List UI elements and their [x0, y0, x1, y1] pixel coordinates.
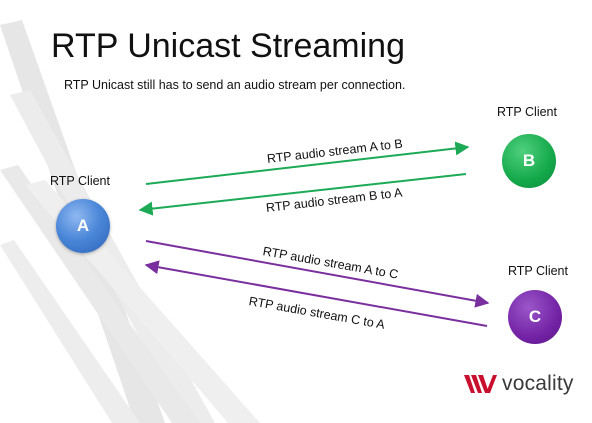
- vocality-logo-icon: [464, 375, 497, 393]
- vocality-logo-text: vocality: [502, 372, 574, 395]
- arrow-b-to-a: [138, 173, 467, 216]
- client-b-label: RTP Client: [497, 105, 557, 119]
- client-a-label: RTP Client: [50, 174, 110, 188]
- arrow-a-to-b: [145, 141, 470, 185]
- client-c-label: RTP Client: [508, 264, 568, 278]
- client-b-node: B: [502, 134, 556, 188]
- client-c-node: C: [508, 290, 562, 344]
- arrow-a-to-c: [145, 240, 490, 308]
- page-title: RTP Unicast Streaming: [51, 27, 405, 65]
- client-a-node: A: [56, 199, 110, 253]
- vocality-logo: vocality: [464, 372, 574, 396]
- arrow-c-to-a: [144, 260, 488, 327]
- page-subtitle: RTP Unicast still has to send an audio s…: [64, 78, 406, 92]
